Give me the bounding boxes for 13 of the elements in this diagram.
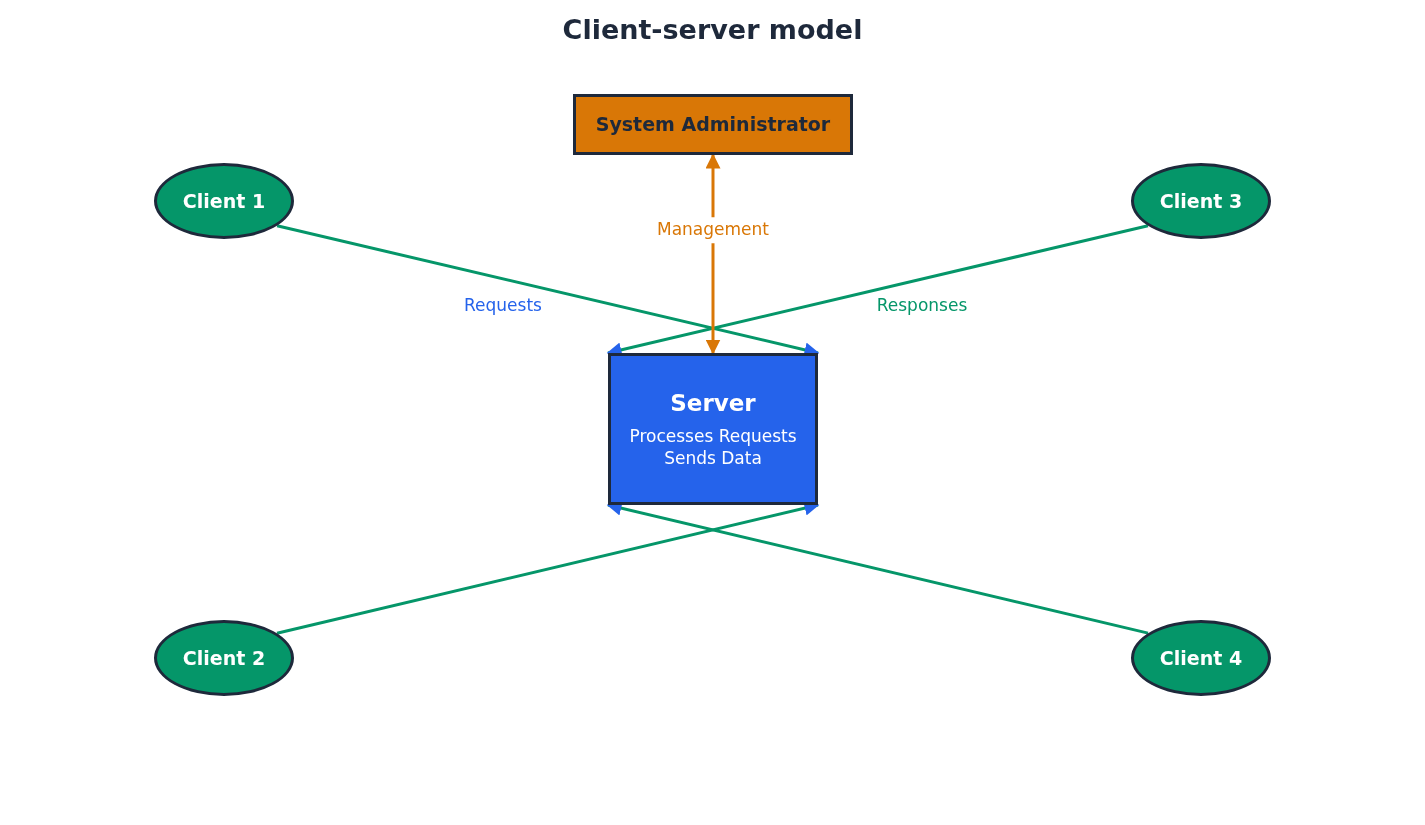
node-label: Client 4 <box>1159 645 1243 671</box>
node-label: Client 1 <box>182 188 266 214</box>
flow-label: Responses <box>876 294 968 318</box>
diagram-title: Client-server model <box>561 13 864 47</box>
node-label: Client 3 <box>1159 188 1243 214</box>
node-description: Processes Requests Sends Data <box>628 425 798 470</box>
arrow <box>705 153 721 355</box>
node-title: Server <box>670 388 756 418</box>
flow-label: Requests <box>464 294 542 318</box>
admin-box <box>573 94 853 155</box>
node-label: Client 2 <box>182 645 266 671</box>
server-box <box>608 353 818 505</box>
node-label: System Administrator <box>595 112 831 138</box>
